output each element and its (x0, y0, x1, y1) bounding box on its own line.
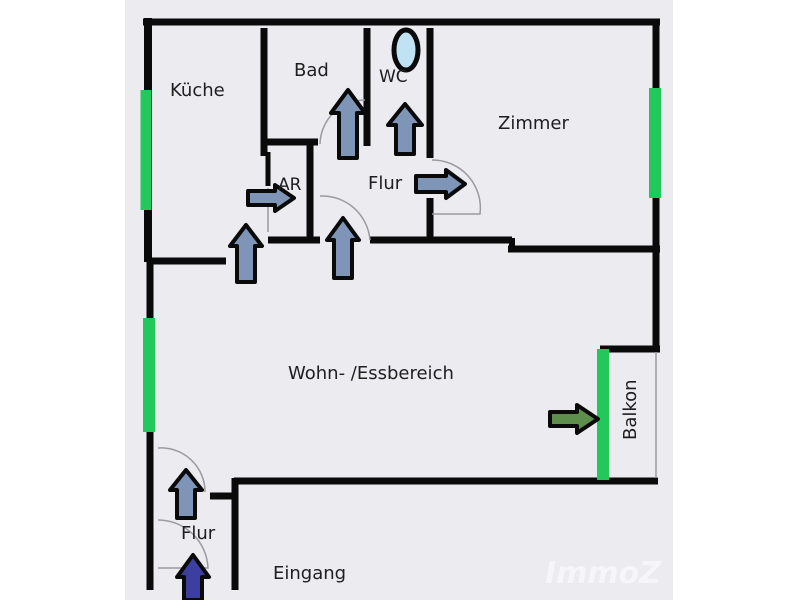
arrow-icon (246, 183, 296, 213)
windows (140, 88, 661, 480)
arrow-icon (168, 468, 204, 520)
room-label-flur-lower: Flur (181, 523, 216, 544)
plan-background (125, 0, 673, 600)
door-swing-zimmer (431, 159, 482, 215)
room-label-zimmer: Zimmer (498, 113, 569, 134)
room-label-kueche: Küche (170, 80, 225, 101)
arrow-icon (325, 216, 361, 280)
arrow-icon (548, 403, 600, 435)
oval-mirror-icon (391, 27, 421, 73)
room-labels: Küche Bad WC Zimmer AR Flur Wohn- /Essbe… (170, 60, 641, 584)
door-swing-entry (157, 447, 206, 493)
arrow-icon (386, 102, 424, 156)
room-label-wohn: Wohn- /Essbereich (288, 363, 454, 384)
watermark: ImmoZ (545, 556, 662, 591)
room-label-ar: AR (278, 175, 302, 195)
room-label-balkon: Balkon (620, 379, 641, 440)
door-swing-flur (319, 195, 371, 241)
walls (143, 18, 660, 590)
door-arrows (168, 88, 600, 600)
room-label-wc: WC (379, 67, 408, 87)
arrow-icon (228, 223, 264, 284)
room-label-bad: Bad (294, 60, 329, 81)
arrow-icon (175, 553, 211, 600)
arrow-icon (414, 168, 467, 200)
arrow-icon (329, 88, 367, 160)
room-label-eingang: Eingang (273, 563, 346, 584)
door-swing-eingang (157, 519, 209, 569)
room-label-flur-upper: Flur (368, 173, 403, 194)
